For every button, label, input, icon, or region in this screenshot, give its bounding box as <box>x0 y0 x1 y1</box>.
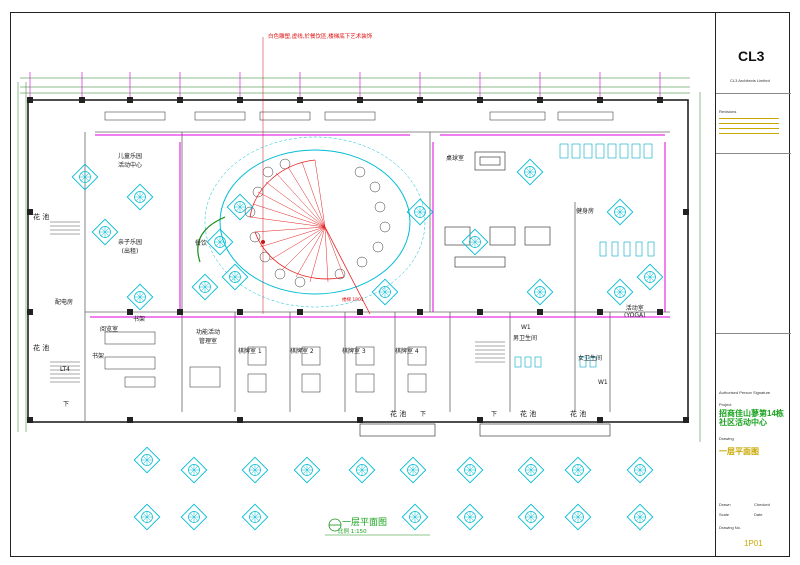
top-seating <box>104 111 614 121</box>
room-kids-area: 亲子乐园 (出租) <box>118 239 143 255</box>
label-w1-a: W1 <box>521 324 531 331</box>
drawing-no-label: Drawing No. <box>719 525 742 530</box>
planting-trees <box>71 158 664 531</box>
flower-bed-bottom-1: 花 池 <box>390 410 407 418</box>
dining-oval <box>197 136 426 308</box>
scale-label: Scale <box>719 512 730 517</box>
floor-plan <box>17 37 701 536</box>
drawing-number: 1P01 <box>744 539 763 548</box>
flower-bed-bottom-2: 花 池 <box>520 410 537 418</box>
plan-title: 一层平面图 <box>342 518 388 528</box>
billiard-tables <box>444 151 551 268</box>
room-reading: 阅览室 <box>100 326 119 333</box>
bookshelf-2: 书架 <box>92 353 105 360</box>
room-chess-3: 棋牌室 3 <box>342 348 366 355</box>
label-lt4: LT4 <box>60 366 70 373</box>
grid-ticks <box>29 72 661 97</box>
partition-accents <box>90 134 670 318</box>
drawing-name: 一层平面图 <box>719 447 759 456</box>
outer-walls <box>27 99 689 423</box>
project-label: Project <box>719 402 732 407</box>
room-chess-4: 棋牌室 4 <box>395 348 419 355</box>
checked-label: Checked <box>754 502 770 507</box>
room-chess-2: 棋牌室 2 <box>290 348 314 355</box>
room-male-wc: 男卫生间 <box>513 335 538 342</box>
flower-bed-left: 花 池 <box>33 213 50 221</box>
plan-scale: 比例 1:150 <box>338 529 367 535</box>
room-gym: 健身房 <box>576 208 595 215</box>
drawing-frame <box>10 12 790 557</box>
label-w1-b: W1 <box>598 379 608 386</box>
stairs <box>50 221 505 383</box>
room-yoga: 活动室 (YOGA) <box>624 305 646 319</box>
flower-bed-left-2: 花 池 <box>33 344 50 352</box>
label-down-2: 下 <box>420 411 427 418</box>
inner-walls <box>84 131 670 422</box>
room-power: 配电房 <box>55 299 74 306</box>
revisions-label: Revisions <box>719 109 737 114</box>
gym-equipment <box>559 143 655 257</box>
stair-label: 楼梯 1P01 <box>342 298 364 303</box>
company-name: CL3 Architects Limited <box>730 78 770 83</box>
room-multi: 功能活动 管理室 <box>196 329 221 345</box>
room-female-wc: 女卫生间 <box>578 355 603 362</box>
label-down-3: 下 <box>491 411 498 418</box>
revisions-table <box>716 114 791 154</box>
room-chess-1: 棋牌室 1 <box>238 348 262 355</box>
room-dining: 餐饮 <box>195 240 208 247</box>
room-kids-center: 儿童乐园 活动中心 <box>118 153 143 169</box>
room-billiards: 桌球室 <box>446 155 465 162</box>
project-name: 招商佳山蓼第14栋 社区活动中心 <box>719 409 784 427</box>
signature-label: Authorised Person Signature <box>719 390 771 395</box>
bookshelf-1: 书架 <box>133 316 146 323</box>
company-logo: CL3 <box>738 48 765 64</box>
spiral-staircase <box>249 159 371 315</box>
annotation-note: 白色雕塑,虚线,於餐饮區,楼梯底下艺术装饰 <box>268 34 373 40</box>
title-block: CL3 CL3 Architects Limited Revisions Aut… <box>715 12 791 557</box>
date-label: Date <box>754 512 763 517</box>
flower-bed-bottom-3: 花 池 <box>570 410 587 418</box>
bottom-planters <box>359 423 611 437</box>
room-furniture <box>104 331 427 393</box>
label-down-1: 下 <box>63 401 70 408</box>
drawn-label: Drawn <box>719 502 731 507</box>
wc-fixtures <box>514 356 597 368</box>
dimension-lines <box>17 77 701 442</box>
drawing-label: Drawing <box>719 436 734 441</box>
